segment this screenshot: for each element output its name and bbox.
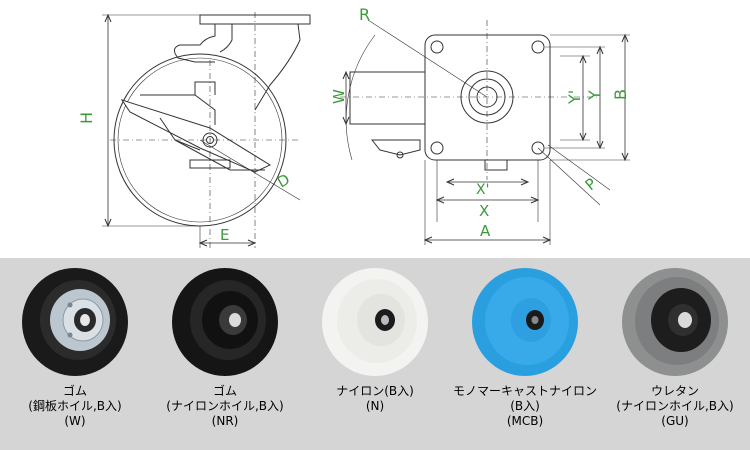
wheel-option-w: ゴム (鋼板ホイル,B入) (W) <box>0 258 150 450</box>
wheel-caption-mcb: モノマーキャストナイロン (B入) (MCB) <box>450 384 600 429</box>
label-e: E <box>220 226 229 244</box>
caption-line: (ナイロンホイル,B入) <box>166 399 284 413</box>
caption-line: (ナイロンホイル,B入) <box>616 399 734 413</box>
caption-line: ゴム <box>62 384 87 398</box>
wheel-option-n: ナイロン(B入) (N) <box>300 258 450 450</box>
wheel-image-mc-nylon <box>472 268 578 376</box>
dimension-e <box>198 226 257 248</box>
caption-line: (GU) <box>661 414 689 428</box>
label-h: H <box>77 112 96 124</box>
caption-line: (W) <box>64 414 86 428</box>
label-b: B <box>611 89 630 100</box>
technical-drawing: H D E R W Y' Y B X' X A P <box>77 5 630 248</box>
label-a: A <box>480 222 491 240</box>
wheel-caption-gu: ウレタン (ナイロンホイル,B入) (GU) <box>600 384 750 429</box>
label-y: Y <box>585 90 604 101</box>
caption-line: (B入) <box>510 399 540 413</box>
top-view-caster <box>340 20 600 180</box>
wheel-image-urethane <box>622 268 728 376</box>
wheel-image-nylon <box>322 268 428 376</box>
caption-line: ゴム <box>212 384 237 398</box>
label-d: D <box>274 170 293 191</box>
caption-line: (MCB) <box>506 414 544 428</box>
caption-line: (NR) <box>211 414 239 428</box>
wheel-caption-w: ゴム (鋼板ホイル,B入) (W) <box>0 384 150 429</box>
wheel-caption-n: ナイロン(B入) (N) <box>300 384 450 414</box>
dimension-h <box>102 13 200 228</box>
label-y-prime: Y' <box>565 90 584 105</box>
caption-line: ウレタン <box>650 384 699 398</box>
caption-line: (鋼板ホイル,B入) <box>28 399 122 413</box>
caption-line: (N) <box>365 399 385 413</box>
caption-line: モノマーキャストナイロン <box>452 384 597 398</box>
wheel-image-rubber-steel <box>22 268 128 376</box>
side-view-caster <box>110 12 311 248</box>
label-x: X <box>479 202 489 220</box>
wheel-caption-nr: ゴム (ナイロンホイル,B入) (NR) <box>150 384 300 429</box>
wheel-options-panel: ゴム (鋼板ホイル,B入) (W) ゴム (ナイロンホイル,B入) (NR) <box>0 258 750 450</box>
label-x-prime: X' <box>476 182 489 198</box>
wheel-option-mcb: モノマーキャストナイロン (B入) (MCB) <box>450 258 600 450</box>
wheel-image-rubber-nylon <box>172 268 278 376</box>
label-p: P <box>582 175 601 195</box>
drawing-svg: H D E R W Y' Y B X' X A P <box>77 5 630 248</box>
wheel-option-gu: ウレタン (ナイロンホイル,B入) (GU) <box>600 258 750 450</box>
wheel-option-nr: ゴム (ナイロンホイル,B入) (NR) <box>150 258 300 450</box>
label-w: W <box>330 89 348 104</box>
caption-line: ナイロン(B入) <box>336 384 414 398</box>
label-r: R <box>359 5 370 24</box>
